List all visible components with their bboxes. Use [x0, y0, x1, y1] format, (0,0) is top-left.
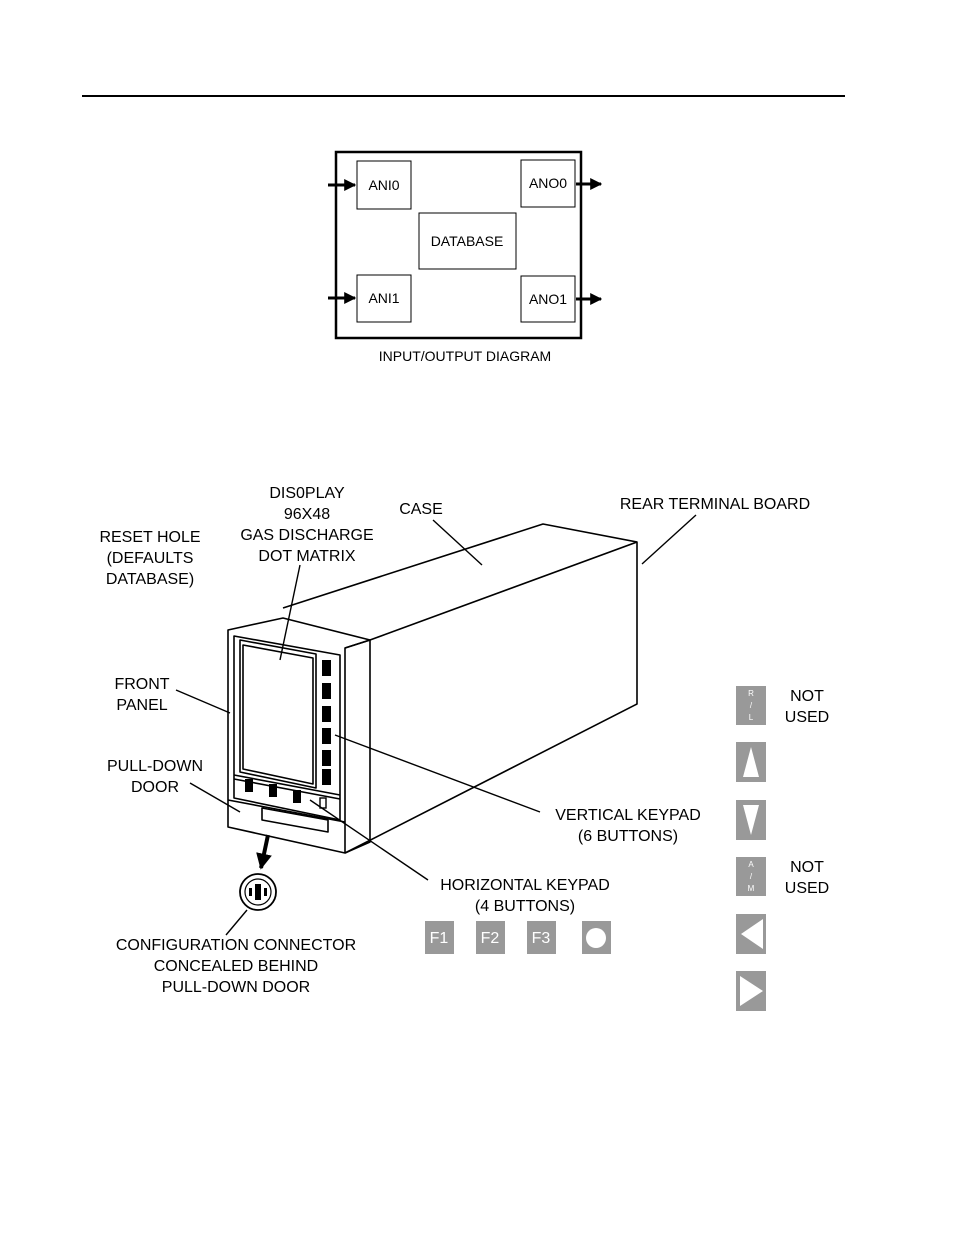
io-caption: INPUT/OUTPUT DIAGRAM	[379, 348, 551, 364]
device-hkey-3	[293, 790, 301, 803]
not-used-label-2b: USED	[785, 880, 829, 897]
left-arrow-icon	[741, 919, 763, 949]
label-display-4: DOT MATRIX	[258, 548, 356, 565]
ani1-block	[356, 274, 412, 323]
database-block	[418, 212, 517, 270]
label-reset-hole-1: RESET HOLE	[99, 529, 200, 546]
label-rear-terminal-board: REAR TERMINAL BOARD	[620, 496, 810, 513]
ani1-label: ANI1	[368, 290, 399, 306]
ani0-label: ANI0	[368, 177, 399, 193]
database-label: DATABASE	[431, 233, 504, 249]
io-diagram: ANI0 ANI1 ANO0 ANO1 DATABASE INPUT/OUTPU…	[328, 150, 603, 364]
device-hkey-2	[269, 784, 277, 797]
device-hkey-1	[245, 779, 253, 792]
label-vertical-keypad-1: VERTICAL KEYPAD	[555, 807, 701, 824]
device-vkey-2	[322, 683, 331, 699]
label-horizontal-keypad-2: (4 BUTTONS)	[475, 898, 575, 915]
am-key-slash: /	[750, 872, 753, 881]
case-top-edge	[369, 541, 638, 641]
front-bezel	[227, 617, 371, 854]
device-labels: DIS0PLAY 96X48 GAS DISCHARGE DOT MATRIX …	[99, 485, 810, 996]
circle-icon	[586, 928, 606, 948]
down-arrow-icon	[743, 805, 759, 835]
display-glass	[242, 644, 314, 785]
device-vertical-keypad	[322, 660, 331, 785]
label-config-connector-3: PULL-DOWN DOOR	[162, 979, 310, 996]
label-case: CASE	[399, 501, 443, 518]
ano1-label: ANO1	[529, 291, 567, 307]
label-front-panel-2: PANEL	[116, 697, 167, 714]
leader-display	[279, 564, 301, 661]
vertical-keys-legend: R / L NOT USED A / M NOT USED	[736, 686, 829, 1011]
am-key-a: A	[748, 860, 754, 869]
f1-key	[425, 921, 454, 954]
door-handle	[261, 807, 329, 833]
device-vkey-1	[322, 660, 331, 676]
device-illustration	[227, 523, 638, 854]
header-rule	[82, 95, 845, 97]
label-reset-hole-2: (DEFAULTS	[107, 550, 194, 567]
am-key-m: M	[748, 884, 755, 893]
ani0-block	[356, 160, 412, 210]
leader-connector	[225, 909, 248, 936]
label-config-connector-1: CONFIGURATION CONNECTOR	[116, 937, 356, 954]
label-reset-hole-3: DATABASE)	[106, 571, 194, 588]
rl-key	[736, 686, 766, 725]
f3-key-label: F3	[532, 930, 551, 947]
leader-front-panel	[175, 689, 231, 714]
leader-lines	[175, 514, 697, 936]
f3-key	[527, 921, 556, 954]
device-vkey-5	[322, 750, 331, 766]
door-down-arrow	[256, 834, 272, 870]
not-used-label-1a: NOT	[790, 688, 824, 705]
label-pull-down-door-2: DOOR	[131, 779, 179, 796]
not-used-label-1b: USED	[785, 709, 829, 726]
device-vkey-4	[322, 728, 331, 744]
rl-key-l: L	[749, 713, 754, 722]
label-display-2: 96X48	[284, 506, 330, 523]
rl-key-slash: /	[750, 701, 753, 710]
f1-key-label: F1	[430, 930, 449, 947]
up-arrow-icon	[743, 747, 759, 777]
case-body	[282, 523, 638, 854]
label-display-3: GAS DISCHARGE	[240, 527, 373, 544]
label-horizontal-keypad-1: HORIZONTAL KEYPAD	[440, 877, 610, 894]
label-config-connector-2: CONCEALED BEHIND	[154, 958, 318, 975]
display-window	[239, 639, 317, 789]
device-vkey-3	[322, 706, 331, 722]
label-display-1: DIS0PLAY	[269, 485, 345, 502]
horizontal-keys-legend: F1 F2 F3	[425, 921, 611, 954]
device-vkey-6	[322, 769, 331, 785]
device-hkey-4	[319, 797, 327, 809]
am-key	[736, 857, 766, 896]
door-top-edge	[227, 799, 346, 823]
leader-vertical-keypad	[334, 734, 541, 813]
label-vertical-keypad-2: (6 BUTTONS)	[578, 828, 678, 845]
ano0-block	[520, 159, 576, 208]
right-arrow-icon	[740, 976, 763, 1006]
leader-horizontal-keypad	[309, 799, 429, 881]
ano1-block	[520, 275, 576, 323]
bezel-side	[344, 639, 371, 854]
label-pull-down-door-1: PULL-DOWN	[107, 758, 203, 775]
not-used-label-2a: NOT	[790, 859, 824, 876]
leader-door	[189, 782, 241, 813]
f2-key-label: F2	[481, 930, 500, 947]
panel-divider	[233, 774, 341, 796]
label-front-panel-1: FRONT	[114, 676, 169, 693]
rl-key-r: R	[748, 689, 754, 698]
f2-key	[476, 921, 505, 954]
configuration-connector-icon	[239, 873, 277, 911]
leader-rear-terminal	[641, 514, 697, 565]
leader-case	[432, 519, 483, 566]
ano0-label: ANO0	[529, 175, 567, 191]
